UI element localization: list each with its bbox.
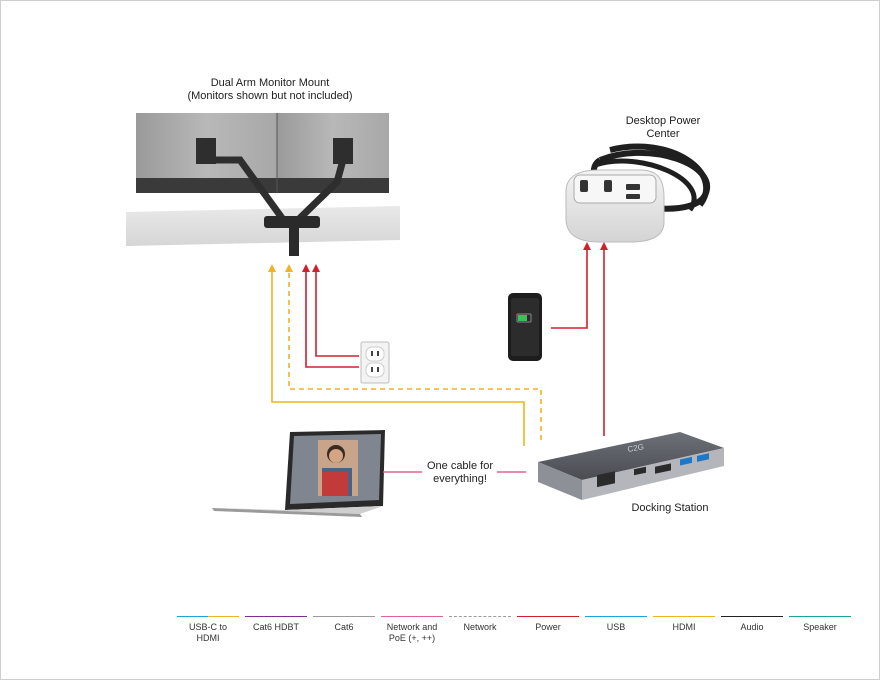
monitor-mount-illustration xyxy=(126,113,400,256)
legend-label: Cat6 xyxy=(313,622,375,633)
legend-swatch xyxy=(449,616,511,617)
legend-label-line1: Network and xyxy=(386,622,438,632)
power-center-label: Desktop Power Center xyxy=(613,115,713,141)
legend-item: Cat6 xyxy=(313,616,375,633)
power-center-label-line2: Center xyxy=(646,128,680,140)
one-cable-label-line2: everything! xyxy=(433,473,487,485)
legend-label-line2: HDMI xyxy=(196,633,220,643)
legend-label: Speaker xyxy=(789,622,851,633)
docking-station-label: Docking Station xyxy=(631,502,709,514)
power-center-illustration xyxy=(565,143,710,243)
laptop-illustration xyxy=(212,430,385,517)
legend-label: Audio xyxy=(721,622,783,633)
monitor-mount-label-line1: Dual Arm Monitor Mount xyxy=(210,77,330,89)
one-cable-label: One cable for everything! xyxy=(420,460,500,486)
legend-swatch xyxy=(585,616,647,617)
power-line-monitor-2 xyxy=(312,264,359,357)
legend-swatch xyxy=(721,616,783,617)
legend-label-line1: Cat6 xyxy=(334,622,354,632)
legend-item: USB xyxy=(585,616,647,633)
legend-swatch xyxy=(653,616,715,617)
legend-label: HDMI xyxy=(653,622,715,633)
legend-label-line1: Power xyxy=(535,622,561,632)
legend-label: Power xyxy=(517,622,579,633)
connection-lines xyxy=(268,242,608,473)
legend-label-line2: PoE (+, ++) xyxy=(388,633,436,643)
legend-item: Network xyxy=(449,616,511,633)
legend-swatch xyxy=(381,616,443,617)
legend-item: Audio xyxy=(721,616,783,633)
legend-item: HDMI xyxy=(653,616,715,633)
power-line-monitor-1 xyxy=(302,264,359,368)
one-cable-label-line1: One cable for xyxy=(426,460,494,472)
legend-label: USB xyxy=(585,622,647,633)
hdmi-line-solid xyxy=(268,264,525,446)
legend-label: Cat6 HDBT xyxy=(245,622,307,633)
legend-swatch xyxy=(789,616,851,617)
legend-label-line1: Cat6 HDBT xyxy=(252,622,299,632)
monitor-mount-label: Dual Arm Monitor Mount (Monitors shown b… xyxy=(170,77,370,103)
legend-swatch xyxy=(245,616,307,617)
power-center-label-line1: Desktop Power xyxy=(625,115,701,127)
legend-label-line1: Audio xyxy=(740,622,764,632)
legend-item: Speaker xyxy=(789,616,851,633)
legend-label-line1: Network xyxy=(463,622,497,632)
legend-label-line1: HDMI xyxy=(672,622,696,632)
legend-item: Cat6 HDBT xyxy=(245,616,307,633)
legend-label-line1: USB-C to xyxy=(188,622,227,632)
legend-label-line1: USB xyxy=(606,622,626,632)
legend-label: Network xyxy=(449,622,511,633)
legend-swatch xyxy=(313,616,375,617)
phone-illustration xyxy=(508,293,542,361)
power-line-phone xyxy=(551,242,591,329)
legend-swatch xyxy=(517,616,579,617)
legend-swatch xyxy=(177,616,239,617)
hdmi-line-dashed xyxy=(285,264,542,440)
docking-station-illustration: C2G xyxy=(538,432,724,500)
dock-brand-text: C2G xyxy=(627,442,645,454)
wall-outlet-illustration xyxy=(360,341,390,384)
legend-label-line1: Speaker xyxy=(803,622,837,632)
legend-item: Power xyxy=(517,616,579,633)
monitor-mount-label-line2: (Monitors shown but not included) xyxy=(187,90,353,102)
